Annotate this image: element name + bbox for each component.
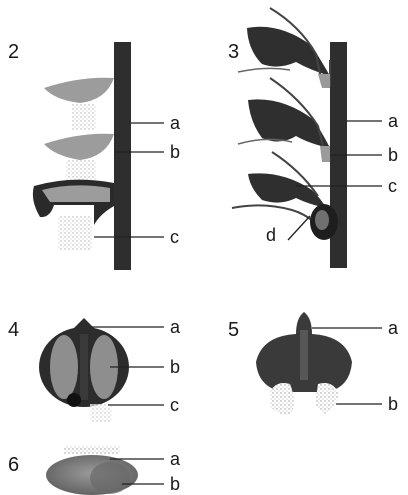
figure-5-number: 5 bbox=[228, 319, 239, 341]
figure-6-number: 6 bbox=[8, 454, 19, 476]
figure-3-label-c: c bbox=[388, 176, 397, 196]
figure-5: 5 a b bbox=[228, 312, 399, 415]
figure-4: 4 a b c bbox=[8, 317, 181, 422]
figure-4-number: 4 bbox=[8, 319, 19, 341]
figure-5-pollen-right bbox=[316, 383, 338, 414]
figure-4-base bbox=[67, 393, 81, 407]
figure-5-pollen-left bbox=[270, 383, 294, 415]
figure-3-number: 3 bbox=[228, 41, 239, 63]
figure-6: 6 a b bbox=[8, 446, 181, 495]
figure-2: 2 a b c bbox=[8, 41, 181, 270]
figure-3-label-a: a bbox=[388, 111, 399, 131]
figure-4-label-b: b bbox=[170, 357, 180, 377]
figure-2-scale-c bbox=[42, 185, 110, 202]
figure-2-number: 2 bbox=[8, 41, 19, 63]
figure-6-label-b: b bbox=[170, 474, 180, 494]
figure-2-axis bbox=[114, 42, 131, 270]
figure-2-label-c: c bbox=[170, 227, 179, 247]
figure-4-label-c: c bbox=[170, 395, 179, 415]
figure-3: 3 a b c d bbox=[228, 8, 399, 268]
figure-2-label-b: b bbox=[170, 142, 180, 162]
figure-4-pollen bbox=[90, 404, 112, 422]
figure-3-label-d: d bbox=[266, 225, 276, 245]
figure-5-label-b: b bbox=[388, 394, 398, 414]
figure-5-label-a: a bbox=[388, 318, 399, 338]
figure-3-label-b: b bbox=[388, 145, 398, 165]
figure-2-label-a: a bbox=[170, 113, 181, 133]
figure-2-scale-b bbox=[44, 134, 114, 160]
figure-6-pollen bbox=[64, 446, 120, 454]
figure-6-label-a: a bbox=[170, 449, 181, 469]
figure-4-label-a: a bbox=[170, 317, 181, 337]
figure-4-lobe-left bbox=[50, 335, 78, 399]
figure-3-part-b bbox=[320, 146, 330, 162]
figure-2-pollen-a bbox=[72, 104, 96, 130]
figure-2-scale-a bbox=[44, 78, 114, 103]
figure-2-pollen-c bbox=[58, 216, 92, 250]
